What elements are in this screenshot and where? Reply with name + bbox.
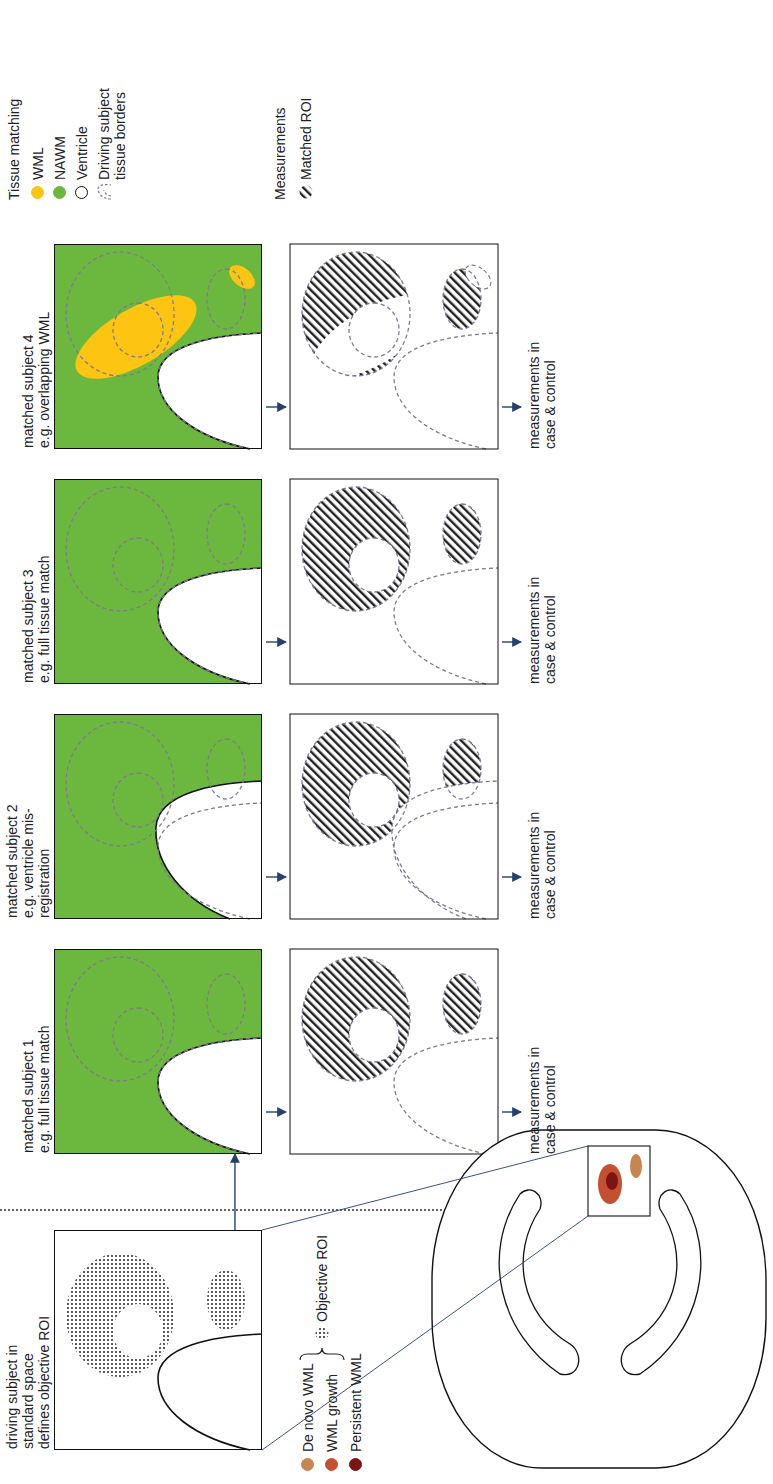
objective-roi [66, 1253, 245, 1377]
legend-label: De novo WML [300, 1352, 316, 1452]
tissue-panel: matched subject 2 e.g. ventricle mis- re… [54, 714, 262, 919]
legend-label: WML growth [324, 1352, 340, 1452]
measurement-note: measurements in case & control [526, 569, 558, 684]
brain-illustration [262, 1130, 766, 1468]
measurement-panel [290, 714, 498, 919]
legend-label: WML [30, 20, 46, 180]
tissue-panel-art [54, 479, 262, 684]
legend-heading: Measurements [272, 20, 288, 200]
legend-sample [314, 1325, 330, 1343]
driving-panel: driving subject in standard space define… [54, 1230, 262, 1450]
legend-heading: Tissue matching [6, 20, 22, 200]
panel-heading: driving subject in standard space define… [4, 1309, 52, 1449]
legend-label: Persistent WML [348, 1342, 364, 1452]
legend-label: Driving subject tissue borders [96, 70, 128, 180]
measurement-panel [290, 479, 498, 684]
dots-sample [316, 1328, 329, 1341]
driving-panel-art [54, 1230, 262, 1450]
legend-label: Ventricle [74, 20, 90, 180]
measurement-note: measurements in case & control [526, 1039, 558, 1154]
legend-sample [96, 183, 112, 201]
measurement-note: measurements in case & control [526, 334, 558, 449]
tissue-panel-art [54, 949, 262, 1154]
flow-arrows [266, 407, 521, 1112]
measurement-note: measurements in case & control [526, 804, 558, 919]
flow-arrow [234, 1154, 235, 1230]
measurement-panel [290, 949, 498, 1154]
separator-line [0, 1209, 520, 1210]
legend-swatch [53, 186, 66, 199]
tissue-panel-art [54, 244, 262, 449]
legend-label: NAWM [52, 20, 68, 180]
legend-swatch [301, 1458, 314, 1471]
legend-label: Matched ROI [298, 20, 314, 180]
panel-heading: matched subject 4 e.g. overlapping WML [20, 309, 52, 448]
legend-swatch [325, 1458, 338, 1471]
legend-sample [298, 183, 314, 201]
ventricle-border [158, 1334, 262, 1450]
tissue-panel: matched subject 4 e.g. overlapping WML [54, 244, 262, 449]
legend-swatch [349, 1458, 362, 1471]
legend-swatch [75, 186, 88, 199]
tissue-panel: matched subject 3 e.g. full tissue match [54, 479, 262, 684]
legend-label: Objective ROI [314, 1222, 330, 1322]
panel-heading: matched subject 2 e.g. ventricle mis- re… [4, 779, 52, 918]
legend-swatch [31, 186, 44, 199]
panel-heading: matched subject 3 e.g. full tissue match [20, 544, 52, 683]
measurement-panel [290, 244, 498, 449]
dashed-border-sample [98, 185, 111, 199]
tissue-panel: matched subject 1 e.g. full tissue match [54, 949, 262, 1154]
tissue-panel-art [54, 714, 262, 919]
panel-heading: matched subject 1 e.g. full tissue match [20, 1014, 52, 1153]
hatch-sample [300, 186, 313, 199]
legend-brace [300, 1348, 344, 1360]
